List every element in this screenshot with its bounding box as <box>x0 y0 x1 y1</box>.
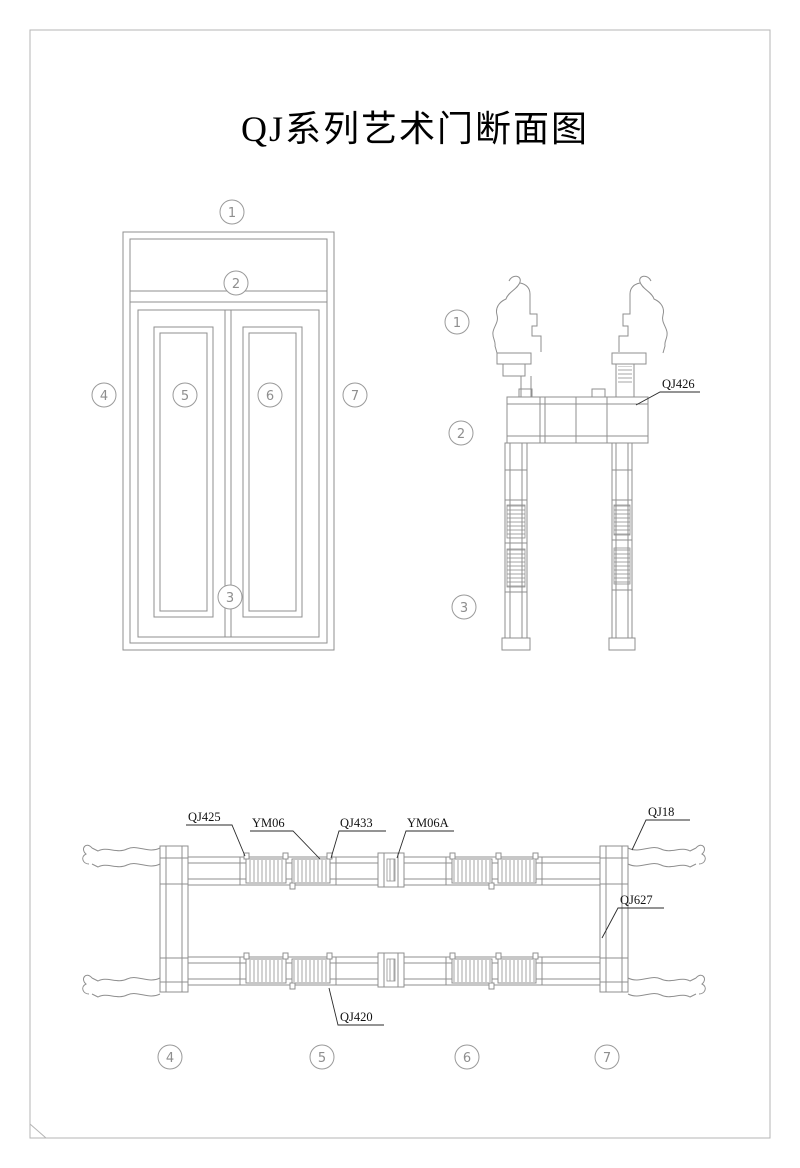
svg-text:3: 3 <box>460 601 468 616</box>
label-ym06a: YM06A <box>407 816 449 830</box>
callout-6: 6 <box>257 382 283 408</box>
vertical-section: QJ426 1 2 3 <box>444 275 700 651</box>
leader-qj420 <box>328 987 384 1026</box>
bottom-rail <box>187 952 601 990</box>
door-elevation <box>122 231 335 651</box>
svg-text:2: 2 <box>457 427 465 442</box>
leader-ym06 <box>250 830 321 860</box>
leaf-section-right <box>608 442 636 651</box>
hsection-callout-7: 7 <box>594 1044 620 1070</box>
label-qj433: QJ433 <box>340 816 373 830</box>
page-border <box>29 29 771 1139</box>
vsection-callout-1: 1 <box>444 309 470 335</box>
callout-4: 4 <box>91 382 117 408</box>
callout-1: 1 <box>219 199 245 225</box>
svg-text:5: 5 <box>181 389 189 404</box>
leaf-section-left <box>501 442 531 651</box>
label-qj420: QJ420 <box>340 1010 373 1024</box>
head-profile-left <box>492 275 542 397</box>
lattice-left <box>159 332 208 612</box>
hsection-callout-5: 5 <box>309 1044 335 1070</box>
jamb-left <box>82 844 189 998</box>
label-qj18: QJ18 <box>648 805 674 819</box>
horizontal-section: QJ425 YM06 QJ433 YM06A QJ18 QJ627 QJ420 … <box>82 805 706 1070</box>
callout-7: 7 <box>342 382 368 408</box>
svg-text:4: 4 <box>100 389 108 404</box>
svg-text:1: 1 <box>228 206 236 221</box>
elevation-callouts: 1 2 3 4 5 6 7 <box>91 199 368 610</box>
callout-3: 3 <box>217 584 243 610</box>
leader-qj425 <box>186 824 246 857</box>
svg-text:7: 7 <box>351 389 359 404</box>
label-qj627: QJ627 <box>620 893 653 907</box>
door-leaf-left-panel <box>153 326 214 618</box>
leader-ym06a <box>396 830 454 859</box>
label-ym06: YM06 <box>252 816 285 830</box>
label-qj426: QJ426 <box>662 377 695 391</box>
svg-text:1: 1 <box>453 316 461 331</box>
hsection-callout-6: 6 <box>454 1044 480 1070</box>
rail-section <box>506 388 649 444</box>
svg-text:6: 6 <box>266 389 274 404</box>
top-rail <box>187 852 601 890</box>
door-leaves-frame <box>137 309 320 638</box>
svg-text:7: 7 <box>603 1051 611 1066</box>
corner-mark <box>29 1123 47 1139</box>
jamb-right <box>599 844 706 998</box>
leader-qj433 <box>330 830 386 859</box>
svg-text:6: 6 <box>463 1051 471 1066</box>
leader-qj627 <box>601 907 664 939</box>
leader-qj18 <box>631 819 690 851</box>
head-profile-right <box>611 275 668 398</box>
svg-text:2: 2 <box>232 277 240 292</box>
svg-text:3: 3 <box>226 591 234 606</box>
callout-5: 5 <box>172 382 198 408</box>
callout-2: 2 <box>223 270 249 296</box>
leader-qj426 <box>635 391 700 406</box>
svg-text:5: 5 <box>318 1051 326 1066</box>
vsection-callout-2: 2 <box>448 420 474 446</box>
page-title: QJ系列艺术门断面图 <box>241 109 589 149</box>
door-leaf-right-panel <box>242 326 303 618</box>
svg-text:4: 4 <box>166 1051 174 1066</box>
label-qj425: QJ425 <box>188 810 221 824</box>
lattice-right <box>248 332 297 612</box>
vsection-callout-3: 3 <box>451 594 477 620</box>
hsection-callout-4: 4 <box>157 1044 183 1070</box>
